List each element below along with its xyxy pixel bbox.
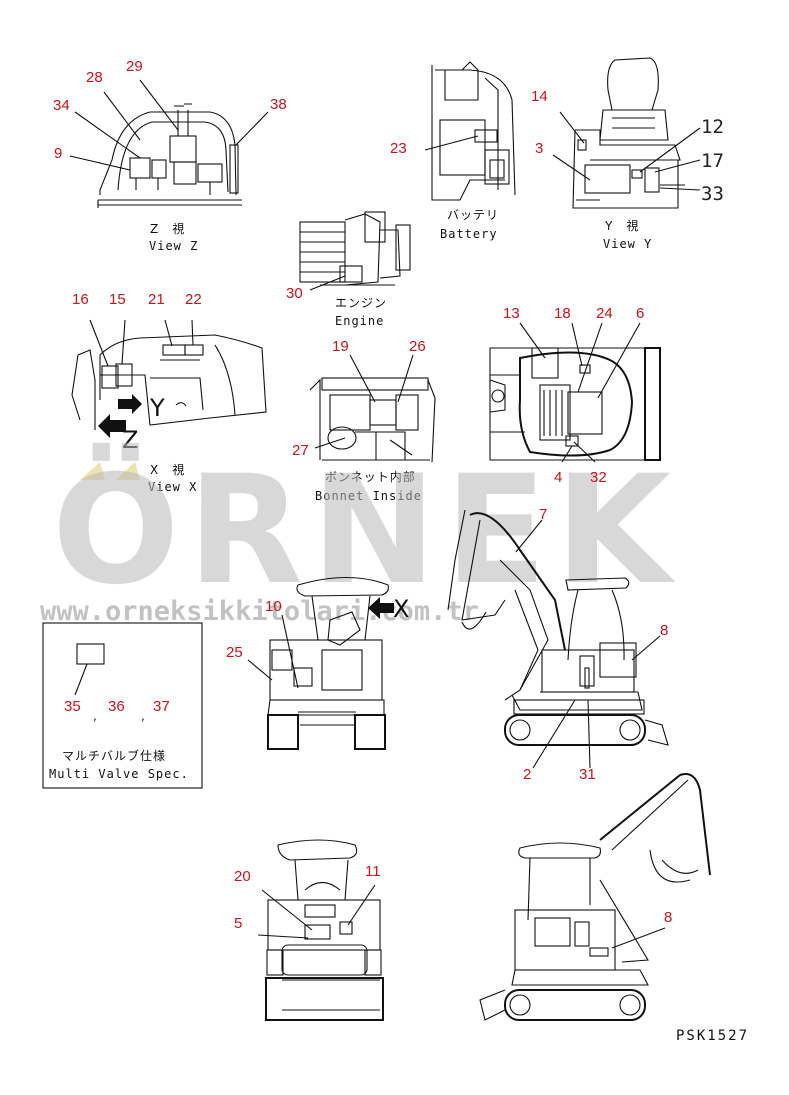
arrow-y-shape (118, 394, 142, 414)
arrow-x-label: X (393, 595, 409, 623)
engine-caption-en: Engine (335, 314, 384, 328)
callout-10: 10 (265, 598, 282, 615)
callout-20: 20 (234, 868, 251, 885)
callout-3: 3 (535, 140, 543, 157)
drawing-code: PSK1527 (676, 1028, 749, 1044)
callout-16: 16 (72, 291, 89, 308)
callout-9: 9 (54, 145, 62, 162)
excavator-rear-side-drawing (479, 773, 711, 1021)
callout-12: 12 (701, 116, 724, 138)
machine-front-leaders (247, 614, 299, 689)
callout-37: 37 (153, 698, 170, 715)
view-z-drawing: Z 視 View Z (97, 103, 242, 253)
callout-separator-2: , (141, 709, 146, 723)
arrow-y-label: Y (149, 394, 165, 422)
bonnet-drawing: ボンネット内部 Bonnet Inside (309, 377, 436, 503)
engine-drawing: エンジン Engine (299, 211, 411, 328)
arrow-x-shape (368, 597, 394, 619)
view-z-caption-en: View Z (149, 239, 198, 253)
callout-32: 32 (590, 469, 607, 486)
callout-5: 5 (234, 915, 242, 932)
callout-15: 15 (109, 291, 126, 308)
view-x-leaders (89, 319, 194, 367)
callout-7: 7 (539, 506, 547, 523)
view-y-drawing: Y 視 View Y (572, 57, 685, 251)
multi-valve-caption-jp: マルチバルブ仕様 (62, 748, 166, 763)
machine-rear-leaders (257, 884, 376, 939)
callout-24: 24 (596, 305, 613, 322)
callout-numbers: 28 29 34 38 9 14 23 3 12 17 33 30 16 15 … (53, 58, 724, 932)
leader-8b (611, 927, 666, 949)
multi-valve-box: マルチバルブ仕様 Multi Valve Spec. (42, 622, 203, 789)
battery-drawing: バッテリ Battery (431, 61, 516, 241)
view-y-leaders (552, 111, 701, 191)
callout-29: 29 (126, 58, 143, 75)
excavator-side-drawing (447, 509, 669, 746)
view-y-caption-en: View Y (603, 237, 652, 251)
view-x-caption-jp: X 視 (150, 462, 185, 477)
callout-11: 11 (365, 863, 381, 880)
watermark-brand: ÖRNEK (52, 442, 679, 618)
watermark-logo-marks (80, 462, 140, 480)
bonnet-caption-jp: ボンネット内部 (325, 469, 416, 484)
view-z-caption-jp: Z 視 (150, 221, 185, 236)
callout-27: 27 (292, 442, 309, 459)
callout-22: 22 (185, 291, 202, 308)
callout-36: 36 (108, 698, 125, 715)
callout-34: 34 (53, 97, 70, 114)
callout-35: 35 (64, 698, 81, 715)
callout-17: 17 (701, 150, 724, 172)
callout-2: 2 (523, 766, 531, 783)
view-x-drawing: X 視 View X (71, 334, 267, 494)
bonnet-leaders (314, 354, 414, 449)
watermark: ÖRNEK www.orneksikkitolari.com.tr (40, 442, 679, 627)
callout-8a: 8 (660, 622, 668, 639)
view-x-caption-en: View X (148, 480, 197, 494)
callout-26: 26 (409, 338, 426, 355)
callout-4: 4 (554, 469, 562, 486)
top-view-drawing (489, 347, 661, 461)
machine-rear-drawing (265, 839, 384, 1021)
multi-valve-caption-en: Multi Valve Spec. (49, 767, 189, 781)
view-y-caption-jp: Y 視 (604, 218, 639, 233)
callout-21: 21 (148, 291, 165, 308)
arrow-z-shape (98, 414, 126, 438)
leader-30 (309, 275, 346, 291)
watermark-url: www.orneksikkitolari.com.tr (40, 596, 479, 627)
engine-caption-jp: エンジン (335, 296, 387, 310)
top-view-leaders (519, 322, 641, 463)
callout-33: 33 (701, 183, 724, 205)
callout-14: 14 (531, 88, 548, 105)
callout-13: 13 (503, 305, 520, 322)
callout-23: 23 (390, 140, 407, 157)
callout-38: 38 (270, 96, 287, 113)
callout-separator-1: , (93, 709, 98, 723)
battery-caption-jp: バッテリ (447, 208, 499, 222)
bonnet-caption-en: Bonnet Inside (315, 489, 422, 503)
battery-caption-en: Battery (440, 227, 498, 241)
callout-31: 31 (579, 766, 596, 783)
view-z-leaders (69, 79, 269, 171)
callout-18: 18 (554, 305, 571, 322)
machine-front-drawing (267, 576, 394, 750)
leader-23 (424, 135, 479, 151)
arrow-z-label: Z (122, 426, 138, 454)
callout-8b: 8 (664, 909, 672, 926)
callout-6: 6 (636, 305, 644, 322)
callout-30: 30 (286, 285, 303, 302)
excavator-side-leaders (515, 519, 661, 769)
callout-19: 19 (332, 338, 349, 355)
callout-25: 25 (226, 644, 243, 661)
callout-28: 28 (86, 69, 103, 86)
